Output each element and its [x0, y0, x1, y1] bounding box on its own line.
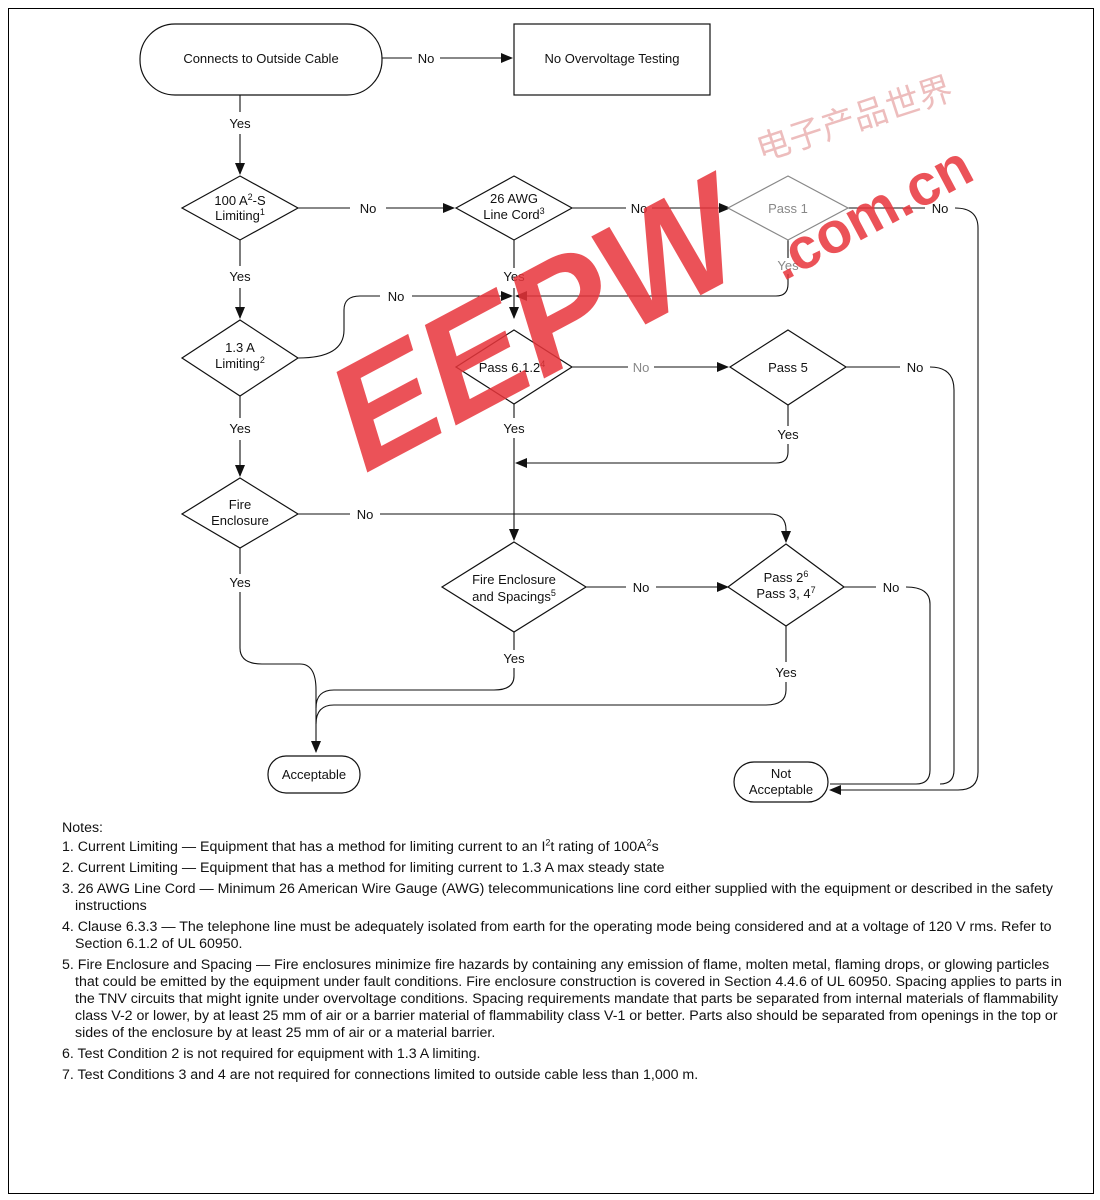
label-no-start: No	[418, 51, 435, 66]
note-item: 5. Fire Enclosure and Spacing — Fire enc…	[62, 957, 1062, 1041]
node-fire-spacings	[440, 541, 588, 633]
node-pass612	[454, 329, 574, 405]
edge-pass5-no-route	[929, 366, 955, 785]
node-fire-enclosure	[180, 477, 300, 549]
label-yes-pass1: Yes	[777, 258, 799, 273]
label-yes-p234: Yes	[775, 665, 797, 680]
label-yes-100a: Yes	[229, 269, 251, 284]
label-no-100a: No	[360, 201, 377, 216]
node-26awg	[454, 175, 574, 241]
label-yes-fes: Yes	[503, 651, 525, 666]
p234-line2: Pass 3, 47	[756, 585, 815, 601]
p234-line1: Pass 26	[764, 569, 809, 585]
node-pass5	[728, 329, 848, 406]
not-acceptable-line2: Acceptable	[749, 782, 813, 797]
fes-line2: and Spacings5	[472, 588, 556, 604]
label-yes-fire: Yes	[229, 575, 251, 590]
label-no-13a: No	[388, 289, 405, 304]
pass5-label: Pass 5	[768, 360, 808, 375]
edge-p234-no-route	[830, 586, 931, 785]
limit13-line1: 1.3 A	[225, 340, 255, 355]
label-yes-start: Yes	[229, 116, 251, 131]
note-item: 7. Test Conditions 3 and 4 are not requi…	[62, 1067, 699, 1083]
edge-p234-yes-route	[315, 682, 787, 725]
no-overvoltage-label: No Overvoltage Testing	[545, 51, 680, 66]
note-item: 2. Current Limiting — Equipment that has…	[62, 860, 665, 876]
limit100-line2: Limiting1	[215, 207, 265, 223]
notes-section: Notes: 1. Current Limiting — Equipment t…	[62, 820, 1072, 1088]
fire-line1: Fire	[229, 497, 251, 512]
node-pass1	[726, 175, 850, 241]
label-yes-pass5: Yes	[777, 427, 799, 442]
not-acceptable-line1: Not	[771, 766, 792, 781]
label-no-pass5: No	[907, 360, 924, 375]
label-no-p234: No	[883, 580, 900, 595]
edge-13a-no	[297, 295, 380, 359]
note-item: 1. Current Limiting — Equipment that has…	[62, 837, 659, 855]
node-acceptable	[267, 755, 361, 794]
awg-line2: Line Cord3	[483, 206, 544, 222]
edge-pass1-no-route	[829, 207, 979, 795]
edge-fire-yes-route	[239, 592, 321, 753]
fire-line2: Enclosure	[211, 513, 269, 528]
note-item: 3. 26 AWG Line Cord — Minimum 26 America…	[62, 881, 1053, 914]
pass612-label: Pass 6.1.24	[479, 359, 545, 375]
fes-line1: Fire Enclosure	[472, 572, 556, 587]
label-no-awg: No	[631, 201, 648, 216]
note-item: 6. Test Condition 2 is not required for …	[62, 1046, 481, 1062]
edge-fes-yes-route	[315, 668, 515, 709]
node-100a-limiting	[180, 175, 300, 241]
notes-title: Notes:	[62, 820, 104, 836]
start-label: Connects to Outside Cable	[183, 51, 338, 66]
edge-pass5-yes-route	[515, 444, 789, 468]
label-no-fire: No	[357, 507, 374, 522]
node-not-acceptable	[733, 761, 829, 803]
limit100-line1: 100 A2-S	[214, 192, 266, 208]
edge-pass1-yes-route	[515, 274, 789, 301]
label-yes-13a: Yes	[229, 421, 251, 436]
label-no-fes: No	[633, 580, 650, 595]
node-13a-limiting	[180, 319, 300, 397]
awg-line1: 26 AWG	[490, 191, 538, 206]
edge-fire-no-route	[380, 513, 791, 543]
node-no-overvoltage	[513, 23, 711, 96]
node-start	[139, 23, 383, 96]
label-yes-612: Yes	[503, 421, 525, 436]
limit13-line2: Limiting2	[215, 355, 265, 371]
page-frame	[8, 8, 1094, 1194]
pass1-label: Pass 1	[768, 201, 808, 216]
note-item: 4. Clause 6.3.3 — The telephone line mus…	[62, 919, 1052, 952]
node-pass234	[726, 543, 846, 627]
label-yes-awg: Yes	[503, 269, 525, 284]
label-no-612: No	[633, 360, 650, 375]
flowchart: Connects to Outside Cable No Overvoltage…	[139, 23, 979, 803]
notes-list: 1. Current Limiting — Equipment that has…	[62, 837, 1072, 1084]
acceptable-label: Acceptable	[282, 767, 346, 782]
label-no-pass1: No	[932, 201, 949, 216]
